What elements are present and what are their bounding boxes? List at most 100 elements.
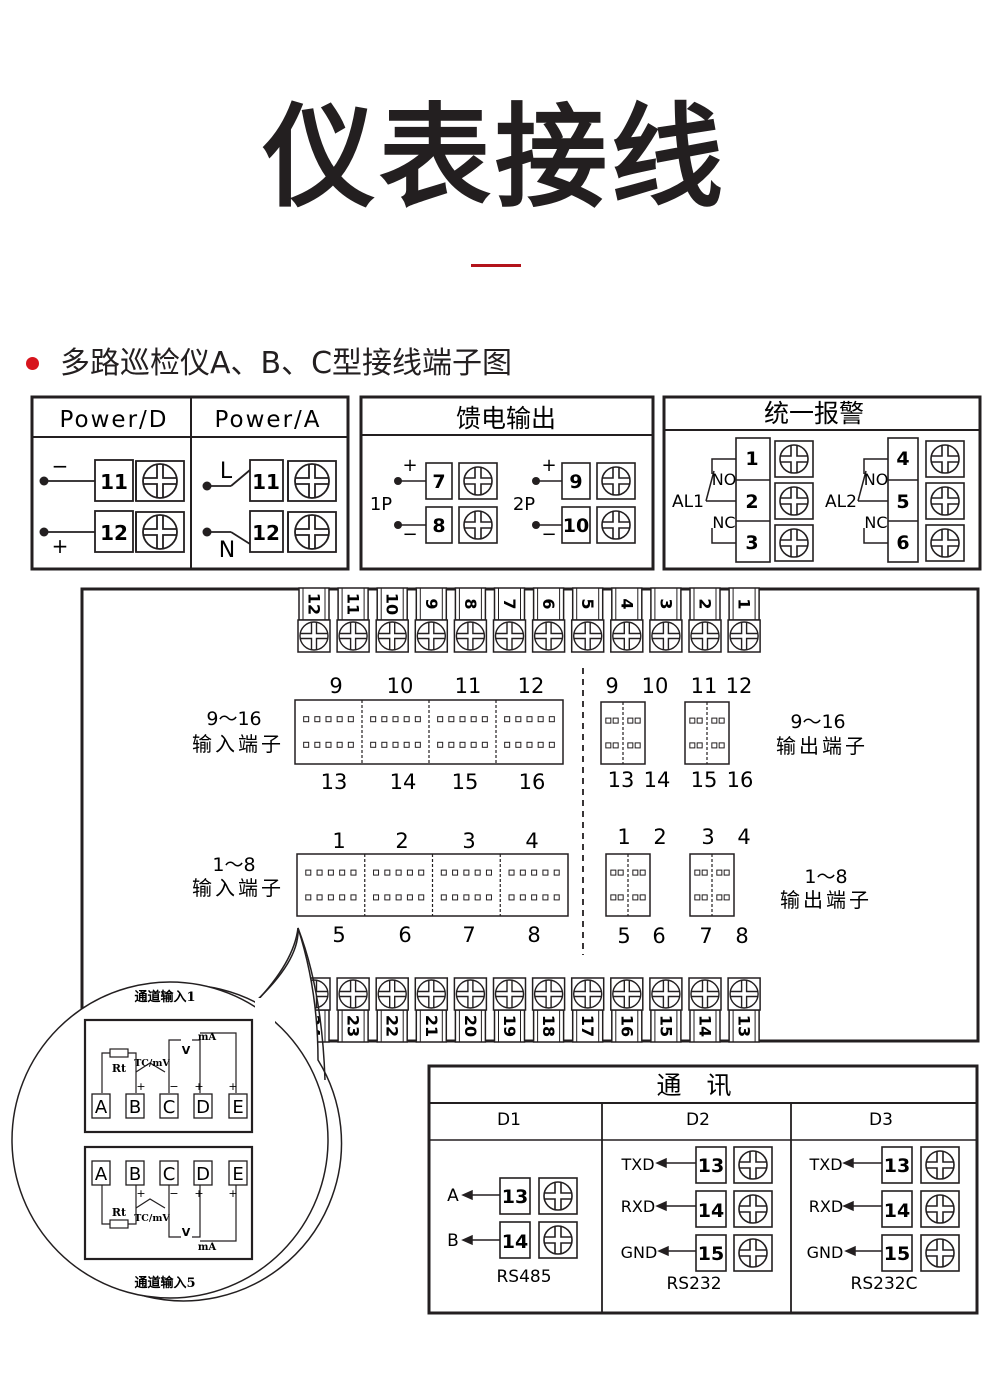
feed-output-panel: 馈电输出 1P + 7 − 8 2P + 9 − 10: [359, 395, 655, 571]
al1-label: AL1: [672, 492, 704, 512]
power-d-plus: +: [52, 534, 69, 558]
in18-bot-2: 7: [462, 923, 475, 947]
in18-top-1: 2: [395, 829, 408, 853]
rear-terminal-label: 8: [461, 598, 480, 609]
in18-top-2: 3: [462, 829, 475, 853]
d3-13: 13: [884, 1155, 910, 1177]
input-9-16-name: 输入端子: [192, 732, 284, 756]
callout-terminal-label: A: [95, 1164, 108, 1185]
screw-icon: [492, 619, 527, 653]
screw-icon: [688, 619, 722, 653]
out916-top-0: 9: [605, 674, 618, 698]
screw-icon: [531, 977, 566, 1011]
screw-icon: [570, 977, 605, 1011]
rear-terminal-label: 15: [656, 1015, 675, 1037]
power-a-l: L: [220, 459, 233, 484]
d2-rxd: RXD: [621, 1197, 655, 1216]
out18-bot-3: 8: [735, 924, 748, 948]
out18-top-1: 2: [653, 825, 666, 849]
rear-terminal-21: 21: [414, 977, 449, 1043]
screw-icon: [414, 619, 449, 653]
feed-output-title: 馈电输出: [456, 404, 556, 433]
d1-b: B: [447, 1231, 459, 1251]
output-9-16-range: 9～16: [790, 711, 845, 733]
page-title: 仪表接线: [263, 93, 727, 223]
screw-icon: [649, 977, 683, 1011]
output-1-8-block: [605, 853, 735, 917]
rear-terminal-16: 16: [610, 977, 644, 1043]
terminal-12-label: 12: [100, 521, 128, 545]
al1-no: NO: [712, 470, 737, 489]
d1-rs485: RS485: [496, 1267, 551, 1287]
rear-terminal-label: 4: [617, 598, 636, 609]
rear-terminal-22: 22: [375, 977, 409, 1043]
feed-1p-minus: −: [402, 524, 417, 545]
ch1-minus-c: −: [169, 1080, 178, 1093]
callout-terminal-b: B: [125, 1093, 145, 1119]
alarm-terminal-2: 2: [745, 491, 758, 513]
input-1-8-block: [296, 853, 569, 917]
in18-bot-1: 6: [398, 923, 411, 947]
output-1-8-range: 1～8: [804, 866, 847, 888]
rear-terminal-20: 20: [453, 977, 488, 1043]
d2-13: 13: [698, 1155, 724, 1177]
title-divider: [471, 264, 521, 267]
terminal-8-label: 8: [432, 515, 445, 537]
rear-terminal-5: 5: [570, 587, 605, 653]
d2-rs232: RS232: [666, 1274, 721, 1294]
input-1-8-range: 1～8: [212, 854, 255, 876]
out916-top-3: 12: [726, 674, 753, 698]
terminal-11-a-label: 11: [252, 470, 280, 494]
rear-terminal-label: 9: [422, 598, 441, 609]
callout-terminal-label: E: [232, 1164, 243, 1185]
ch1-plus-e: +: [228, 1080, 237, 1093]
rear-terminal-label: 3: [656, 598, 675, 609]
d2-txd: TXD: [620, 1155, 654, 1174]
callout-terminal-label: B: [129, 1164, 141, 1185]
callout-terminal-label: C: [163, 1164, 176, 1185]
in18-top-3: 4: [525, 829, 538, 853]
d3-rs232c: RS232C: [851, 1274, 918, 1294]
rear-terminal-10: 10: [375, 587, 409, 653]
out18-bot-2: 7: [699, 924, 712, 948]
out916-bot-0: 13: [608, 768, 635, 792]
comm-title: 通 讯: [656, 1071, 731, 1100]
screw-icon: [610, 619, 644, 653]
comm-d3: D3: [869, 1110, 893, 1130]
rear-terminal-11: 11: [336, 587, 370, 653]
rear-terminal-23: 23: [336, 977, 370, 1043]
output-9-16-name: 输出端子: [776, 734, 868, 758]
out18-top-3: 4: [737, 825, 750, 849]
alarm-panel: 统一报警 1 2 3 AL1 NO NC 4 5 6 AL2 NO NC: [662, 395, 982, 571]
d2-15: 15: [698, 1243, 724, 1265]
rear-terminal-6: 6: [531, 587, 566, 653]
out18-bot-1: 6: [652, 924, 665, 948]
rear-terminal-label: 14: [696, 1015, 715, 1037]
ch5-ma: mA: [198, 1242, 217, 1253]
alarm-terminal-5: 5: [896, 491, 909, 513]
rear-terminal-label: 11: [344, 593, 363, 615]
in916-bot-0: 13: [321, 770, 348, 794]
power-a-label: Power/A: [214, 407, 321, 433]
ch1-tc: TC/mV: [134, 1058, 170, 1069]
screw-icon: [375, 619, 409, 653]
terminal-11-label: 11: [100, 470, 128, 494]
d3-rxd: RXD: [809, 1197, 843, 1216]
power-d-minus: −: [52, 454, 69, 478]
callout-terminal-b: B: [125, 1160, 145, 1186]
ch5-plus-b: +: [136, 1187, 145, 1200]
rear-terminal-label: 22: [383, 1015, 402, 1037]
rear-terminal-label: 1: [735, 598, 754, 609]
rear-terminal-label: 2: [696, 598, 715, 609]
callout-terminal-label: C: [163, 1097, 176, 1118]
callout-terminal-c: C: [159, 1160, 179, 1186]
rear-terminal-19: 19: [492, 977, 527, 1043]
feed-2p-plus: +: [541, 455, 556, 476]
ch5-tc: TC/mV: [134, 1213, 170, 1224]
out916-top-1: 10: [642, 674, 669, 698]
rear-terminal-label: 19: [500, 1015, 519, 1037]
ch5-plus-e: +: [228, 1187, 237, 1200]
terminal-12-a-label: 12: [252, 521, 280, 545]
